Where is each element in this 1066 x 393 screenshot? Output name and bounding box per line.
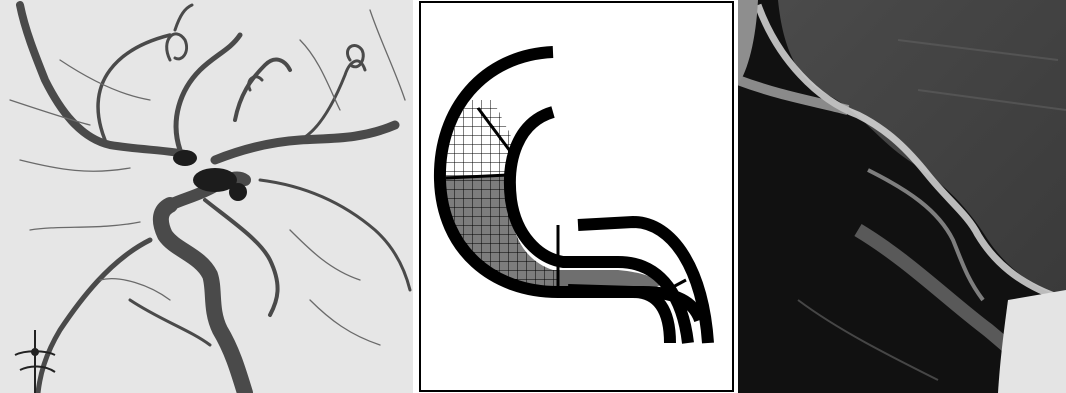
- xray-svg: [738, 0, 1066, 393]
- xray-image: [738, 0, 1066, 393]
- angiogram-svg: [0, 0, 413, 393]
- schematic-diagram: [418, 0, 735, 393]
- angiogram-image: [0, 0, 413, 393]
- diagram-svg: [418, 0, 735, 393]
- xray-white-region: [998, 290, 1066, 393]
